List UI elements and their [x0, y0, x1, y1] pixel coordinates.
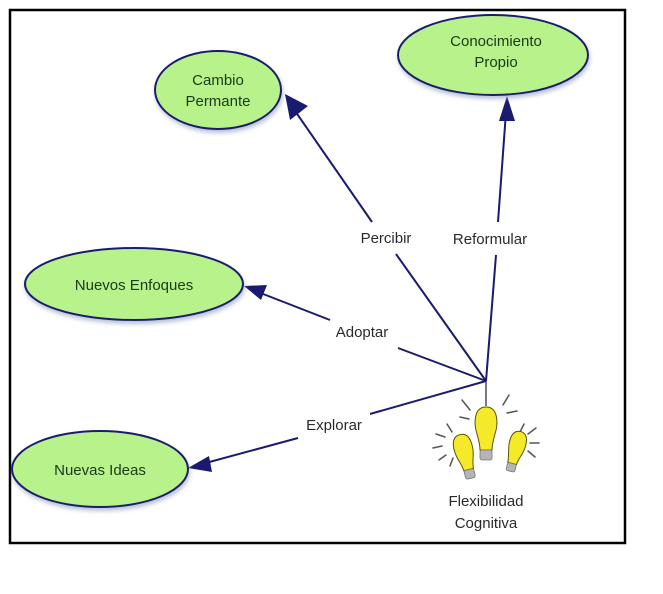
node-label: Nuevos Enfoques [75, 277, 193, 294]
node-ellipse[interactable] [154, 50, 282, 130]
edge-adoptar-upper [257, 291, 331, 321]
light-rays [432, 394, 540, 467]
arrowhead-cambio-tip [285, 94, 308, 120]
node-ellipse[interactable] [11, 430, 189, 508]
node-nuevos-enfoques[interactable]: Nuevos Enfoques [24, 247, 244, 321]
arrowhead-ideas [188, 456, 212, 472]
node-ellipse[interactable] [397, 14, 589, 96]
node-conocimiento-propio[interactable]: Conocimiento Propio [397, 14, 589, 96]
arrowhead-conocimiento [499, 96, 515, 121]
edge-adoptar-lower [397, 347, 487, 382]
edges [188, 94, 515, 472]
node-label-line2: Propio [474, 54, 517, 71]
edge-label-percibir: Percibir [361, 230, 412, 247]
node-label-line1: Conocimiento [450, 33, 542, 50]
arrowhead-enfoques [244, 285, 267, 300]
edge-explorar-left [201, 437, 299, 465]
edge-label-explorar: Explorar [306, 417, 362, 434]
edge-label-adoptar: Adoptar [336, 324, 389, 341]
hub-label-line2: Cognitiva [455, 515, 518, 532]
node-label: Nuevas Ideas [54, 462, 146, 479]
edge-reformular-lower [485, 254, 497, 382]
node-nuevas-ideas[interactable]: Nuevas Ideas [11, 430, 189, 508]
edge-percibir-lower [395, 253, 487, 382]
edge-explorar-right [369, 380, 487, 415]
node-label-line2: Permante [185, 93, 250, 110]
edge-reformular-upper [497, 111, 507, 223]
node-ellipse[interactable] [24, 247, 244, 321]
bulb-left [452, 433, 476, 480]
edge-percibir-upper [292, 107, 373, 223]
edge-label-reformular: Reformular [453, 231, 527, 248]
bulb-right [505, 430, 527, 473]
node-cambio-permante[interactable]: Cambio Permante [154, 50, 282, 130]
hub-label-line1: Flexibilidad [448, 493, 523, 510]
node-label-line1: Cambio [192, 72, 244, 89]
bulb-center [474, 406, 498, 461]
light-bulbs-icon [432, 381, 540, 480]
